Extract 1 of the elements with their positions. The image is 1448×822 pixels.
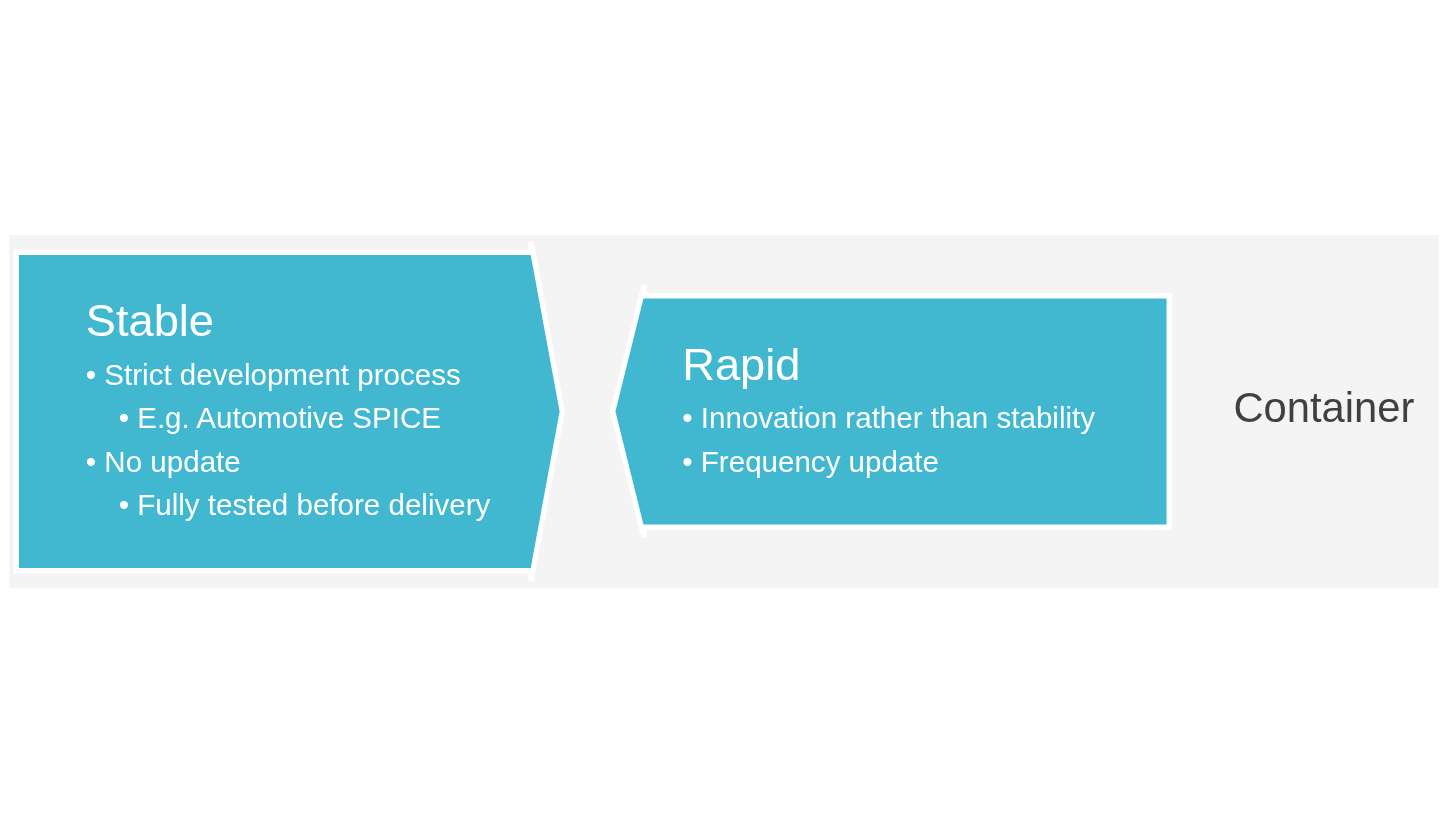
label: Container bbox=[1233, 383, 1415, 431]
